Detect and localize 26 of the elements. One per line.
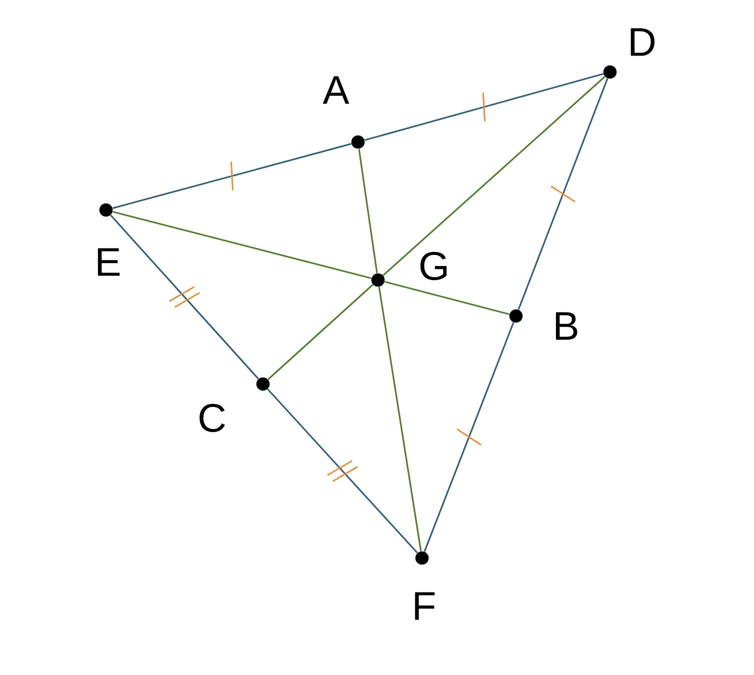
point-label: D — [630, 28, 655, 56]
point — [256, 377, 270, 391]
point — [415, 551, 429, 565]
line-segment — [358, 148, 378, 274]
point-label: F — [415, 592, 435, 620]
point-label: G — [420, 252, 447, 280]
point-label: A — [322, 76, 350, 104]
point — [371, 273, 385, 287]
line-segment — [378, 286, 422, 552]
point-label: E — [98, 248, 120, 276]
line-segment — [518, 78, 608, 310]
point — [509, 309, 523, 323]
line-segment — [267, 388, 418, 554]
line-segment — [112, 143, 352, 209]
line-segment — [112, 210, 372, 280]
point — [603, 65, 617, 79]
line-segment — [110, 214, 259, 380]
line-segment — [382, 76, 606, 276]
line-segment — [424, 322, 514, 552]
point — [99, 203, 113, 217]
line-segment — [384, 280, 510, 316]
point-label: C — [200, 404, 225, 432]
line-segment — [268, 284, 374, 380]
point — [351, 135, 365, 149]
point-label: B — [556, 312, 578, 340]
line-segment — [364, 73, 604, 141]
